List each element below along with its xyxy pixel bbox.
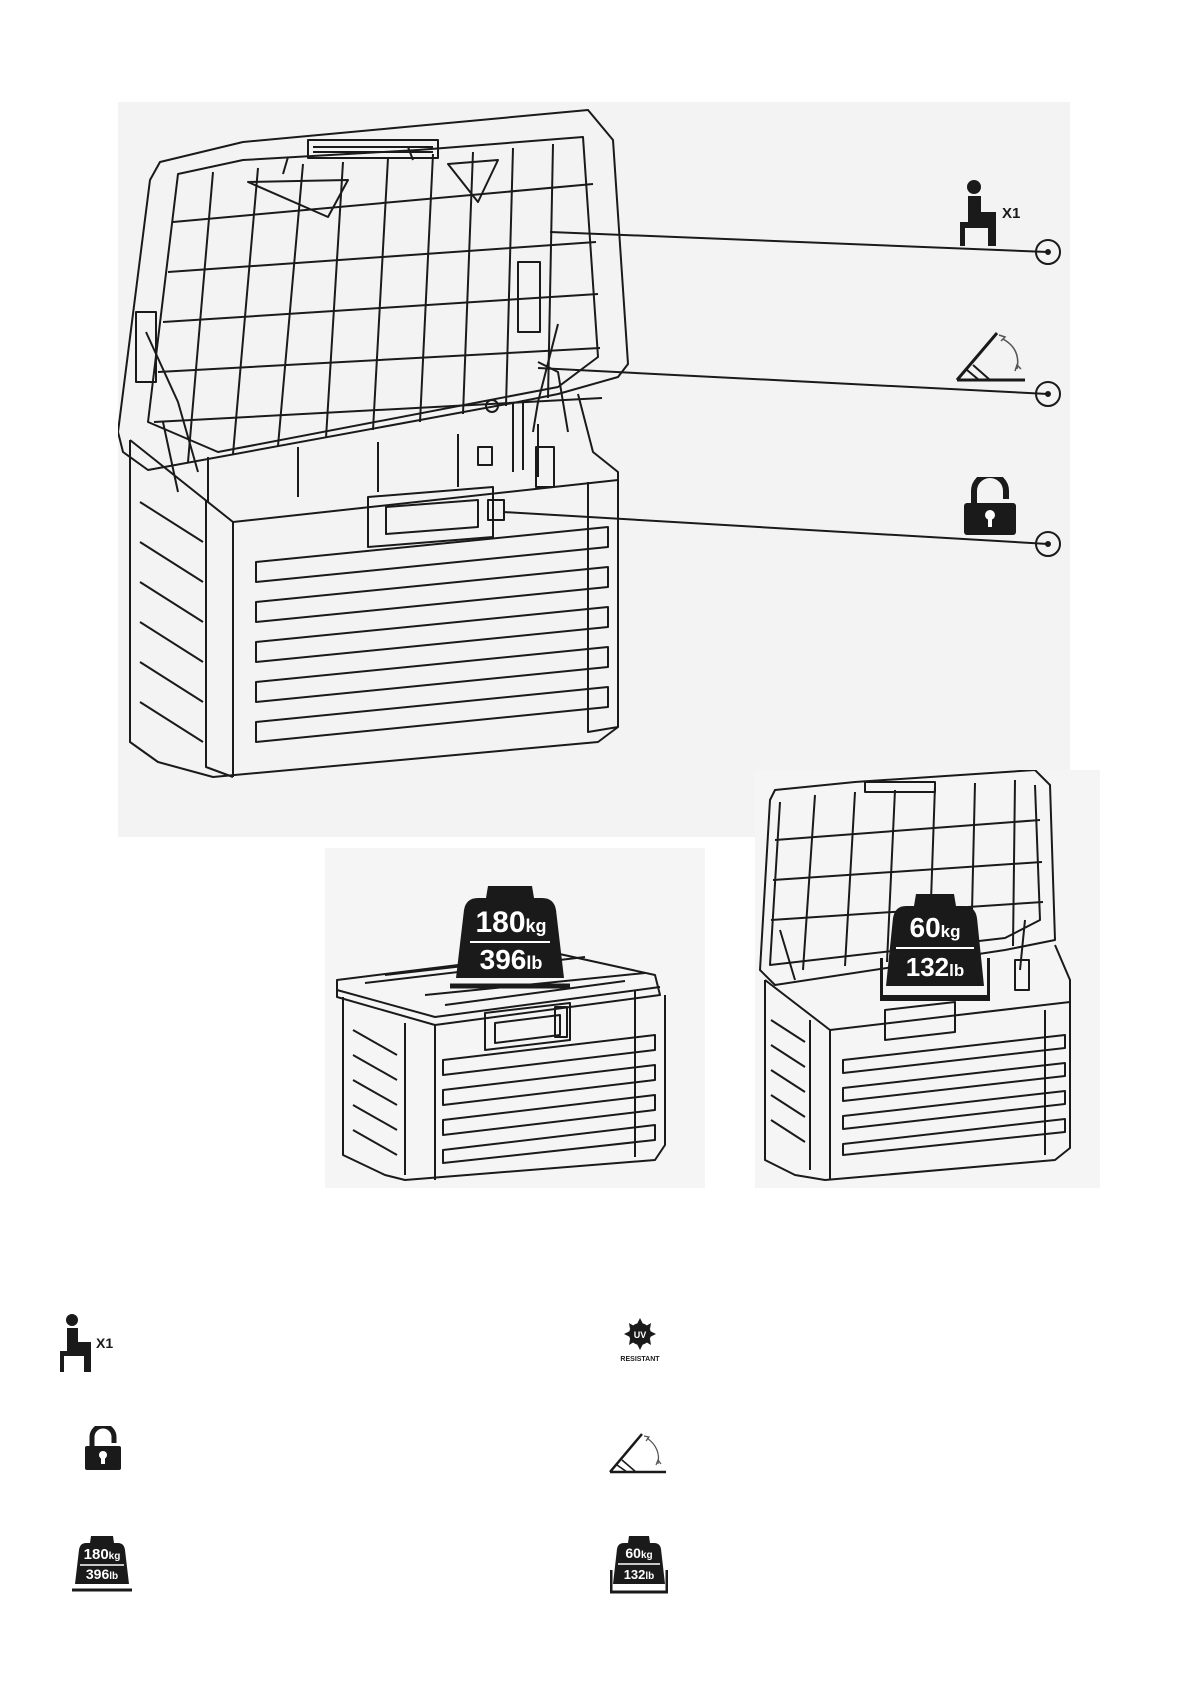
person-seated-icon: X1 (58, 1312, 138, 1374)
angle-lid-icon (608, 1428, 670, 1476)
weight-inside-kg: 60kg (890, 914, 980, 942)
weight-icon (610, 1534, 668, 1594)
legend-weight-inside-kg: 60kg (614, 1546, 664, 1562)
weight-top-kg-value: 180 (475, 906, 525, 939)
angle-lid-icon (955, 325, 1035, 385)
weight-inside-kg-value: 60 (910, 912, 941, 943)
weight-badge-top: 180kg 396lb (450, 880, 570, 990)
weight-inside-lb-unit: lb (949, 961, 964, 980)
weight-top-kg-unit: kg (526, 916, 547, 936)
legend-angle-lid (608, 1428, 670, 1476)
weight-top-lb: 396lb (464, 946, 558, 974)
legend-weight-top-lb-unit: lb (109, 1571, 118, 1582)
legend-weight-inside-kg-unit: kg (641, 1550, 653, 1561)
weight-icon (880, 890, 990, 1002)
legend-person-count: X1 (96, 1335, 113, 1351)
legend-weight-top-kg-unit: kg (109, 1551, 121, 1562)
weight-inside-kg-unit: kg (941, 922, 961, 941)
legend-weight-inside-lb-value: 132 (624, 1567, 646, 1582)
legend-weight-top-kg: 180kg (76, 1547, 128, 1563)
weight-inside-lb-value: 132 (906, 952, 949, 982)
weight-inside-lb: 132lb (890, 954, 980, 980)
legend-weight-top-lb: 396lb (76, 1567, 128, 1583)
callout-hinge (955, 325, 1035, 385)
person-seated-icon: X1 (958, 178, 1058, 248)
legend-padlock (82, 1426, 124, 1472)
weight-badge-inside: 60kg 132lb (880, 890, 990, 1002)
weight-top-lb-unit: lb (526, 953, 542, 973)
legend-weight-top-kg-value: 180 (84, 1546, 109, 1563)
legend-weight-inside-lb-unit: lb (645, 1571, 654, 1582)
padlock-icon (82, 1426, 124, 1472)
storage-box-open-illustration (118, 102, 1070, 837)
uv-badge-text: UV (634, 1330, 647, 1340)
uv-resistant-icon: UV RESISTANT (610, 1318, 670, 1368)
weight-top-kg: 180kg (464, 908, 558, 938)
person-count-label: X1 (1002, 205, 1020, 222)
legend-weight-inside-kg-value: 60 (625, 1545, 641, 1561)
callout-seat: X1 (958, 178, 1058, 248)
uv-resistant-label: RESISTANT (620, 1356, 660, 1363)
legend-weight-inside: 60kg 132lb (610, 1534, 668, 1594)
callout-lock (960, 477, 1020, 537)
legend-person-seated: X1 (58, 1312, 138, 1374)
padlock-icon (960, 477, 1020, 537)
legend-weight-top-lb-value: 396 (86, 1566, 109, 1582)
legend-weight-inside-lb: 132lb (614, 1567, 664, 1583)
legend-uv-resistant: UV RESISTANT (610, 1318, 670, 1368)
weight-icon (72, 1534, 132, 1592)
weight-top-lb-value: 396 (480, 944, 527, 975)
legend-weight-top: 180kg 396lb (72, 1534, 132, 1592)
